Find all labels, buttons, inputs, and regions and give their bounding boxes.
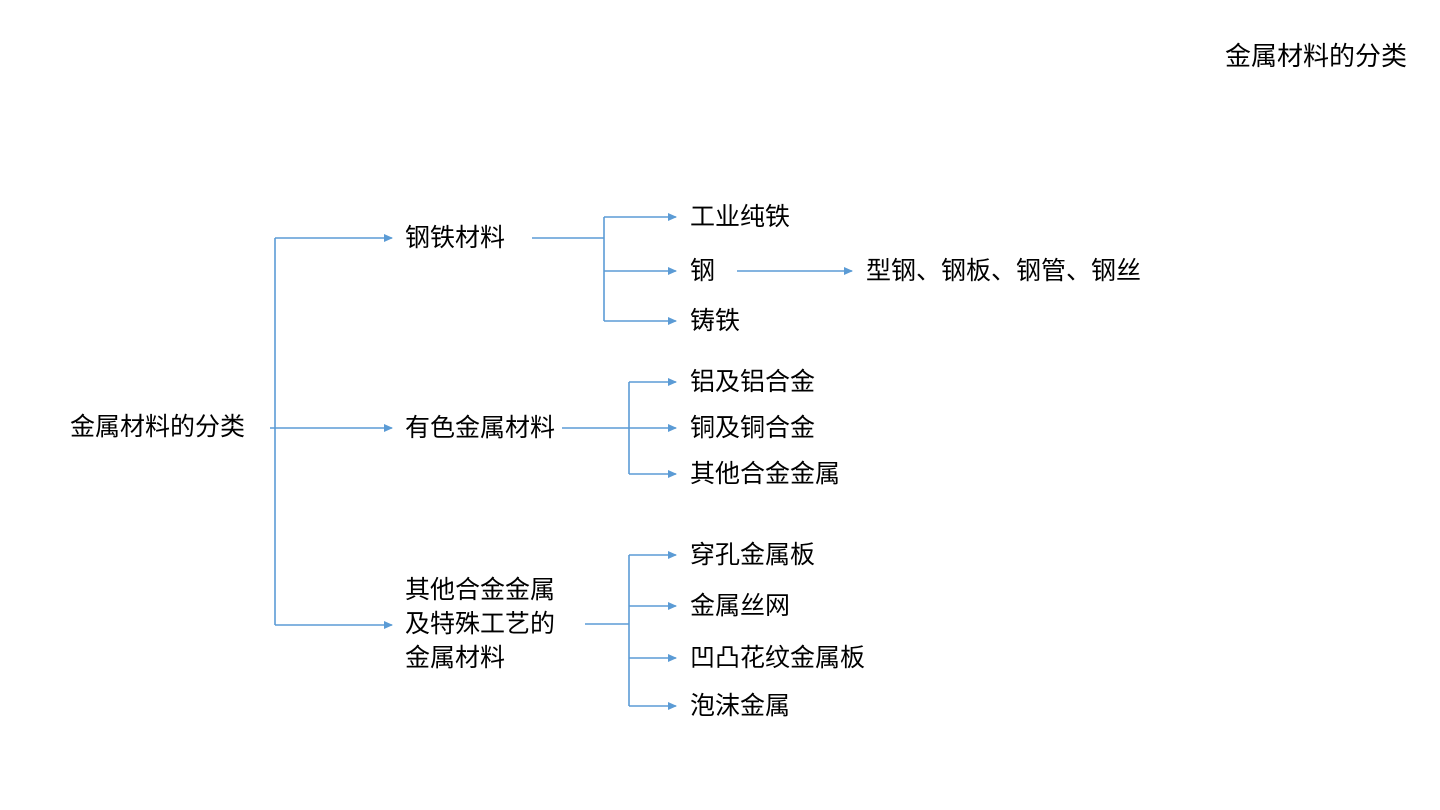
root-node: 金属材料的分类 (70, 413, 246, 441)
slide-title: 金属材料的分类 (1224, 41, 1407, 71)
leaf-copper-alloy: 铜及铜合金 (690, 414, 816, 442)
leaf-aluminum-alloy: 铝及铝合金 (690, 368, 816, 396)
leaf-perforated-metal-plate: 穿孔金属板 (690, 541, 816, 569)
leaf-embossed-metal-plate: 凹凸花纹金属板 (690, 644, 866, 672)
branch-other-alloy-special: 其他合金金属及特殊工艺的金属材料 (405, 576, 556, 672)
leaf-steel: 钢 (690, 257, 716, 285)
leaf-metal-wire-mesh: 金属丝网 (690, 592, 791, 620)
leaf-cast-iron: 铸铁 (690, 307, 741, 335)
leaf-steel-detail: 型钢、钢板、钢管、钢丝 (866, 257, 1142, 285)
nonferrous-branch-lines (562, 378, 677, 478)
branch-steel: 钢铁材料 (405, 224, 506, 252)
branch-nonferrous: 有色金属材料 (405, 414, 556, 442)
leaf-foam-metal: 泡沫金属 (690, 692, 791, 720)
leaf-other-alloy-metals: 其他合金金属 (690, 460, 841, 488)
other-alloy-branch-lines (585, 551, 677, 710)
leaf-industrial-pure-iron: 工业纯铁 (690, 203, 791, 231)
steel-branch-lines (532, 213, 853, 325)
root-trunk-lines (270, 234, 393, 629)
